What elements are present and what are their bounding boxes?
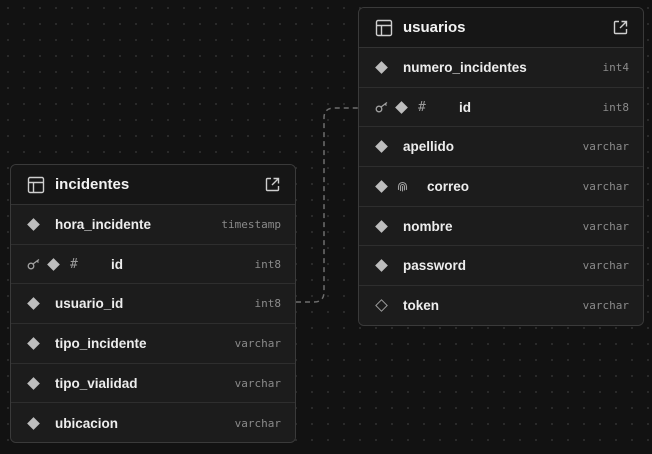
column-row[interactable]: # id int8 xyxy=(11,244,295,285)
column-type: int8 xyxy=(254,257,282,271)
column-type: varchar xyxy=(582,219,629,233)
column-name: nombre xyxy=(403,218,453,234)
column-type: int4 xyxy=(602,60,630,74)
table-title: usuarios xyxy=(403,19,466,36)
non-nullable-diamond-icon xyxy=(375,60,388,74)
column-icons xyxy=(27,217,51,231)
non-nullable-diamond-icon xyxy=(27,217,40,231)
table-title: incidentes xyxy=(55,176,130,193)
column-name: numero_incidentes xyxy=(403,59,527,75)
column-icons xyxy=(27,297,51,311)
table-icon xyxy=(375,19,393,37)
column-name: token xyxy=(403,298,440,314)
column-icons xyxy=(375,140,399,154)
column-row[interactable]: password varchar xyxy=(359,246,643,287)
table-header: usuarios xyxy=(359,8,643,48)
non-nullable-diamond-icon xyxy=(47,257,60,271)
column-icons xyxy=(375,219,399,233)
column-name: password xyxy=(403,258,467,274)
column-row[interactable]: tipo_incidente varchar xyxy=(11,324,295,364)
column-type: varchar xyxy=(582,179,629,193)
non-nullable-diamond-icon xyxy=(395,100,408,114)
foreign-key-line xyxy=(296,107,358,303)
non-nullable-diamond-icon xyxy=(375,259,388,273)
column-type: int8 xyxy=(254,297,282,311)
non-nullable-diamond-icon xyxy=(27,337,40,350)
table-header: incidentes xyxy=(11,165,295,205)
column-row[interactable]: nombre varchar xyxy=(359,206,643,247)
column-name: tipo_incidente xyxy=(55,335,147,351)
column-type: varchar xyxy=(582,259,629,273)
column-name: tipo_vialidad xyxy=(55,375,138,391)
identity-hash-icon: # xyxy=(70,256,78,272)
unique-fingerprint-icon xyxy=(396,180,409,193)
column-row[interactable]: usuario_id int8 xyxy=(11,284,295,325)
column-type: varchar xyxy=(582,140,629,154)
column-row[interactable]: tipo_vialidad varchar xyxy=(11,363,295,404)
column-row[interactable]: ubicacion varchar xyxy=(11,403,295,442)
column-name: ubicacion xyxy=(55,415,119,431)
table-columns: numero_incidentes int4 # id int8 apellido varc… xyxy=(359,48,643,325)
column-icons xyxy=(375,180,423,193)
column-icons: # xyxy=(27,257,107,272)
column-name: id xyxy=(459,99,471,115)
column-name: apellido xyxy=(403,139,455,155)
column-name: id xyxy=(111,256,123,272)
column-icons xyxy=(27,337,51,350)
table-usuarios[interactable]: usuarios numero_incidentes int4 # id int8 ape… xyxy=(358,7,644,326)
column-row[interactable]: # id int8 xyxy=(359,87,643,128)
column-row[interactable]: correo varchar xyxy=(359,167,643,207)
column-icons xyxy=(375,259,399,273)
non-nullable-diamond-icon xyxy=(375,180,388,193)
column-icons xyxy=(27,416,51,430)
column-name: correo xyxy=(427,178,470,194)
open-external-icon[interactable] xyxy=(264,176,281,193)
column-row[interactable]: numero_incidentes int4 xyxy=(359,48,643,88)
column-type: int8 xyxy=(602,100,630,114)
column-type: timestamp xyxy=(221,217,281,231)
column-type: varchar xyxy=(234,416,281,430)
column-icons xyxy=(375,60,399,74)
column-type: varchar xyxy=(234,336,281,350)
column-icons xyxy=(375,299,399,313)
nullable-diamond-icon xyxy=(375,299,388,313)
column-row[interactable]: apellido varchar xyxy=(359,127,643,168)
open-external-icon[interactable] xyxy=(612,19,629,36)
column-type: varchar xyxy=(234,376,281,390)
column-row[interactable]: hora_incidente timestamp xyxy=(11,205,295,245)
table-icon xyxy=(27,176,45,194)
column-name: usuario_id xyxy=(55,296,124,312)
column-row[interactable]: token varchar xyxy=(359,286,643,325)
column-icons xyxy=(27,376,51,390)
non-nullable-diamond-icon xyxy=(375,140,388,154)
column-icons: # xyxy=(375,100,455,115)
identity-hash-icon: # xyxy=(418,99,426,115)
non-nullable-diamond-icon xyxy=(375,219,388,233)
non-nullable-diamond-icon xyxy=(27,297,40,311)
primary-key-icon xyxy=(375,101,389,113)
column-name: hora_incidente xyxy=(55,216,152,232)
primary-key-icon xyxy=(27,258,41,270)
table-incidentes[interactable]: incidentes hora_incidente timestamp # id int… xyxy=(10,164,296,443)
column-type: varchar xyxy=(582,299,629,313)
non-nullable-diamond-icon xyxy=(27,416,40,430)
non-nullable-diamond-icon xyxy=(27,376,40,390)
